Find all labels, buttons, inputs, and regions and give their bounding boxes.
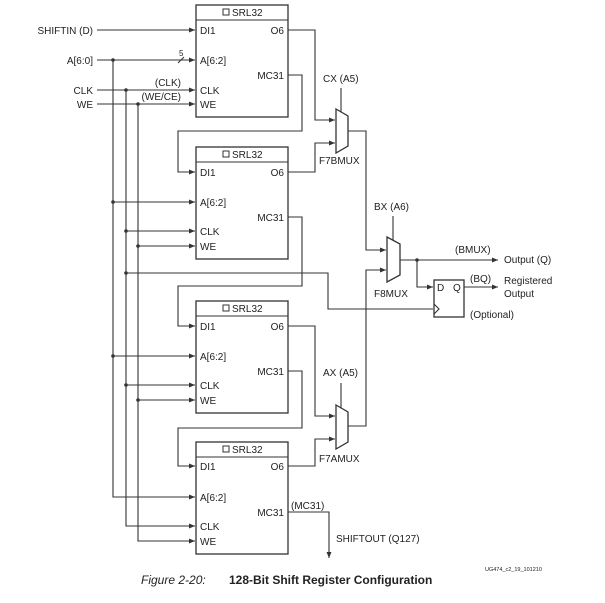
- svg-text:A[6:2]: A[6:2]: [200, 493, 226, 504]
- svg-text:O6: O6: [271, 322, 285, 333]
- figure-id: UG474_c2_19_101210: [485, 567, 542, 573]
- bus-width-label: 5: [179, 49, 184, 58]
- f8mux-select-label: BX (A6): [374, 202, 409, 213]
- caption-number: Figure 2-20:: [141, 573, 206, 587]
- svg-text:WE: WE: [200, 100, 216, 111]
- svg-text:A[6:2]: A[6:2]: [200, 198, 226, 209]
- svg-text:SRL32: SRL32: [232, 150, 263, 161]
- flip-flop: D Q: [433, 279, 465, 318]
- svg-text:CLK: CLK: [200, 227, 220, 238]
- svg-text:DI1: DI1: [200, 26, 216, 37]
- svg-text:MC31: MC31: [257, 367, 284, 378]
- f7bmux-select-label: CX (A5): [323, 74, 359, 85]
- svg-text:MC31: MC31: [257, 508, 284, 519]
- svg-text:CLK: CLK: [200, 522, 220, 533]
- f7amux-select-label: AX (A5): [323, 368, 358, 379]
- svg-text:SRL32: SRL32: [232, 8, 263, 19]
- srl-icon: [222, 445, 230, 453]
- mc31-note: (MC31): [291, 501, 324, 512]
- f8mux-label: F8MUX: [374, 289, 408, 300]
- output-q-label: Output (Q): [504, 255, 551, 266]
- svg-text:A[6:2]: A[6:2]: [200, 56, 226, 67]
- f7bmux: [335, 107, 349, 155]
- svg-text:WE: WE: [200, 537, 216, 548]
- bmux-label: (BMUX): [455, 245, 491, 256]
- svg-text:DI1: DI1: [200, 462, 216, 473]
- svg-text:O6: O6: [271, 26, 285, 37]
- svg-text:DI1: DI1: [200, 168, 216, 179]
- srl-icon: [222, 304, 230, 312]
- svg-text:O6: O6: [271, 462, 285, 473]
- shiftout-label: SHIFTOUT (Q127): [336, 534, 420, 545]
- svg-text:CLK: CLK: [200, 381, 220, 392]
- f7amux-label: F7AMUX: [319, 454, 360, 465]
- svg-text:WE: WE: [200, 396, 216, 407]
- shiftin-label: SHIFTIN (D): [37, 26, 93, 37]
- svg-text:SRL32: SRL32: [232, 304, 263, 315]
- srl-icon: [222, 150, 230, 158]
- registered-output-label-2: Output: [504, 289, 534, 300]
- svg-text:SRL32: SRL32: [232, 445, 263, 456]
- f7amux: [335, 403, 349, 451]
- srl-icon: [222, 8, 230, 16]
- clk-label: CLK: [74, 86, 94, 97]
- registered-output-label-1: Registered: [504, 276, 552, 287]
- svg-text:CLK: CLK: [200, 86, 220, 97]
- optional-label: (Optional): [470, 310, 514, 321]
- clk-note: (CLK): [155, 78, 181, 89]
- svg-text:DI1: DI1: [200, 322, 216, 333]
- addr-label: A[6:0]: [67, 56, 93, 67]
- svg-text:MC31: MC31: [257, 71, 284, 82]
- svg-text:WE: WE: [200, 242, 216, 253]
- svg-text:MC31: MC31: [257, 213, 284, 224]
- we-label: WE: [77, 100, 93, 111]
- svg-text:D: D: [437, 283, 444, 294]
- f8mux: [386, 235, 401, 284]
- bq-label: (BQ): [470, 274, 491, 285]
- input-wires: [97, 27, 433, 544]
- f7bmux-label: F7BMUX: [319, 156, 360, 167]
- caption-title: 128-Bit Shift Register Configuration: [229, 573, 432, 587]
- svg-text:A[6:2]: A[6:2]: [200, 352, 226, 363]
- cascade-wires: [177, 29, 498, 558]
- svg-text:Q: Q: [453, 283, 461, 294]
- we-note: (WE/CE): [142, 92, 181, 103]
- svg-text:O6: O6: [271, 168, 285, 179]
